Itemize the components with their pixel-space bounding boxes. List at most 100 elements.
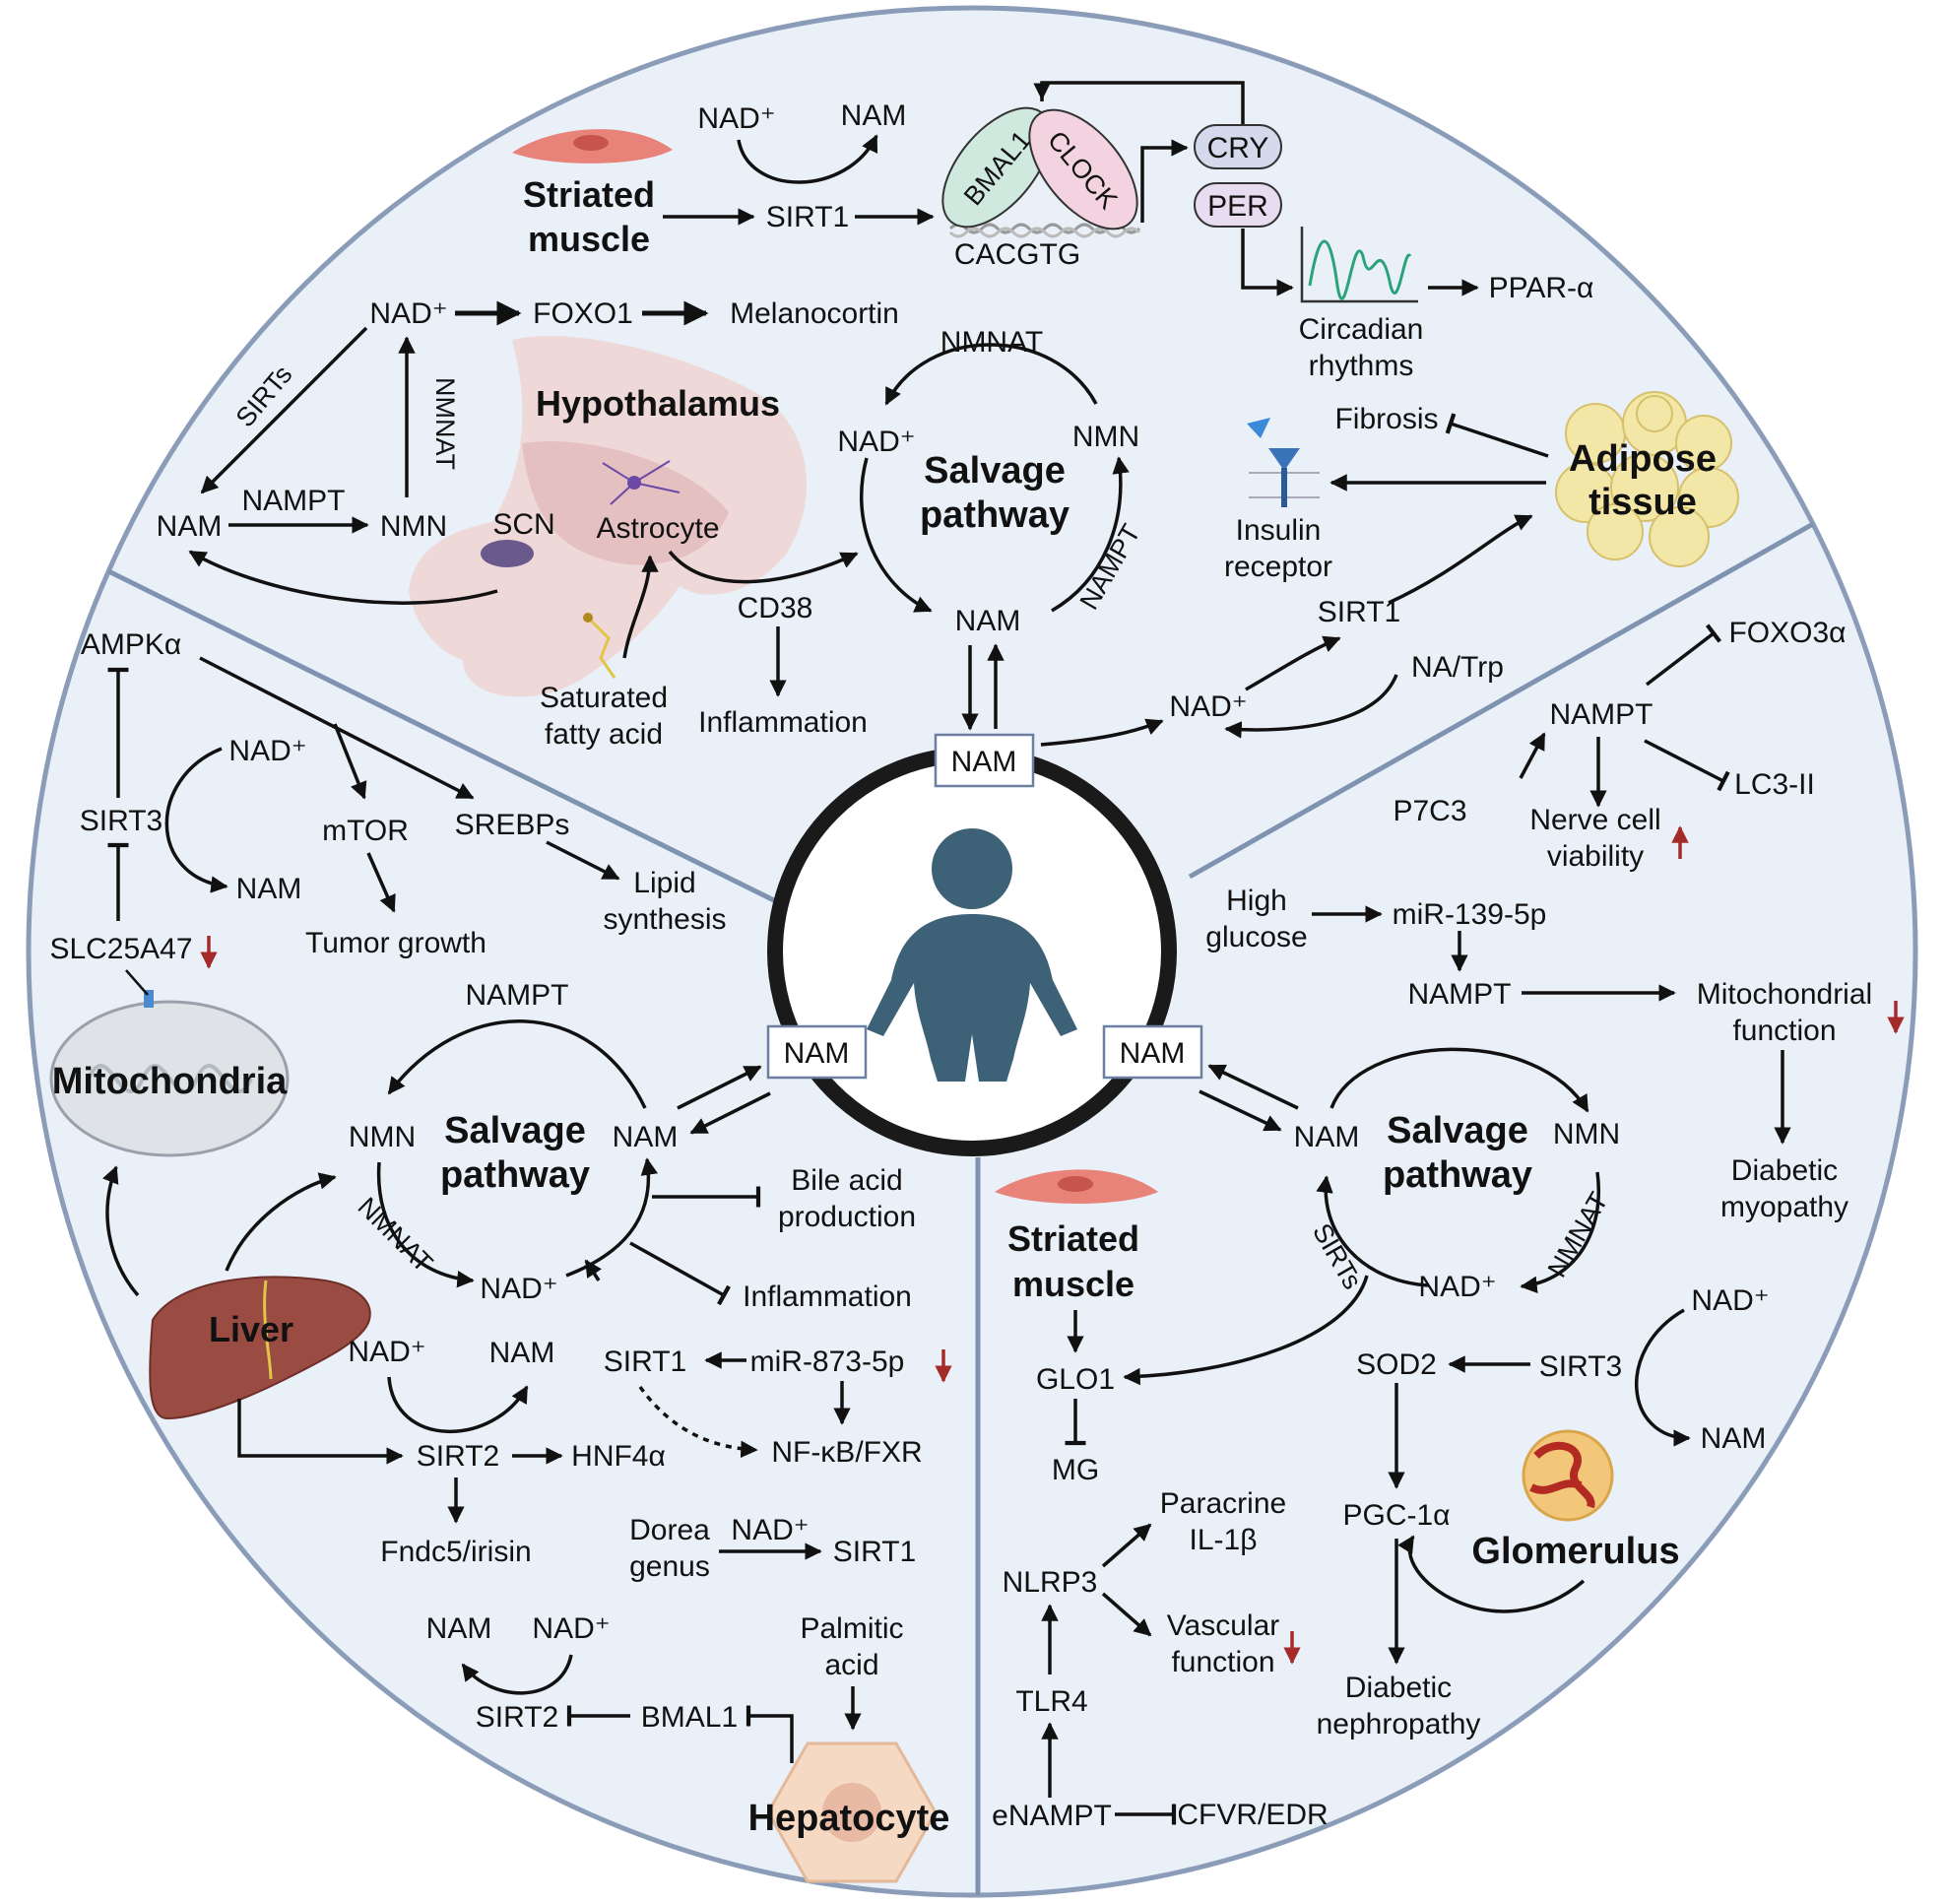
bmal1-left-label: BMAL1 <box>641 1701 738 1734</box>
mitochondria-label: Mitochondria <box>52 1061 288 1102</box>
tlr4-label: TLR4 <box>1015 1685 1087 1718</box>
brain-icon <box>409 336 808 697</box>
scn-label: SCN <box>492 508 554 541</box>
nmnat-label: NMNAT <box>430 377 460 470</box>
striated-br-label-2: muscle <box>1012 1264 1135 1304</box>
circadian-label-2: rhythms <box>1309 350 1414 382</box>
circadian-label: Circadian <box>1299 313 1424 346</box>
natrp-label: NA/Trp <box>1411 651 1504 684</box>
per-label: PER <box>1207 190 1268 223</box>
nerve-label-2: viability <box>1547 840 1644 873</box>
salv-nam-top: NAM <box>955 605 1021 637</box>
mito-label-2: function <box>1732 1015 1836 1047</box>
hypothalamus-label: Hypothalamus <box>536 383 780 424</box>
nfkb-label: NF-κB/FXR <box>771 1436 922 1469</box>
lipid-label: Lipid <box>633 867 695 899</box>
inflammation-left-label: Inflammation <box>743 1280 912 1313</box>
sirt1-left-label: SIRT1 <box>604 1346 686 1378</box>
fibrosis-label: Fibrosis <box>1334 403 1438 435</box>
hnf4a-label: HNF4α <box>571 1440 666 1473</box>
nam-left-label: NAM <box>236 873 302 905</box>
melanocortin-label: Melanocortin <box>730 297 899 330</box>
palm-label: Palmitic <box>800 1612 903 1645</box>
mg-label: MG <box>1052 1454 1099 1486</box>
mitochondria-icon <box>49 990 290 1157</box>
svg-text:NAM: NAM <box>1120 1037 1186 1070</box>
salv-nad-left: NAD⁺ <box>480 1273 557 1305</box>
satfat-label-2: fatty acid <box>545 718 663 751</box>
salv-nmn-top: NMN <box>1072 421 1139 453</box>
diab-neph-label-2: nephropathy <box>1317 1708 1481 1740</box>
cd38-label: CD38 <box>738 592 813 624</box>
nerve-label: Nerve cell <box>1529 804 1660 836</box>
nam-left3-label: NAM <box>426 1612 492 1645</box>
striated-muscle-label-2: muscle <box>528 219 650 259</box>
glomerulus-icon <box>1522 1429 1614 1522</box>
inflammation-top-label: Inflammation <box>698 706 868 739</box>
hepatocyte-label: Hepatocyte <box>748 1798 950 1839</box>
liver-label: Liver <box>209 1309 293 1349</box>
sirt2-label: SIRT2 <box>417 1440 499 1473</box>
enampt-label: eNAMPT <box>992 1800 1112 1832</box>
nmn-hyp-label: NMN <box>380 510 447 543</box>
sod2-label: SOD2 <box>1356 1348 1437 1381</box>
nad-left3-label: NAD⁺ <box>532 1612 610 1645</box>
foxo1-label: FOXO1 <box>533 297 633 330</box>
salv-nmnat-top: NMNAT <box>940 326 1043 359</box>
nad-left-label: NAD⁺ <box>228 735 306 767</box>
glo1-label: GLO1 <box>1036 1363 1115 1396</box>
circadian-wave-icon <box>1300 227 1418 303</box>
nad-label: NAD⁺ <box>697 102 775 135</box>
nam-br2-label: NAM <box>1701 1422 1767 1455</box>
p7c3-label: P7C3 <box>1393 795 1466 827</box>
per-pill <box>1194 182 1282 228</box>
svg-text:NAM: NAM <box>951 746 1017 778</box>
dorea-label-2: genus <box>629 1550 710 1583</box>
paracrine-label-2: IL-1β <box>1190 1524 1258 1556</box>
salvage-title-left: Salvage <box>444 1110 586 1151</box>
nam-hyp-label: NAM <box>157 510 223 543</box>
nampt-right-label: NAMPT <box>1550 698 1653 731</box>
slc-label: SLC25A47 <box>49 933 192 965</box>
mir139-label: miR-139-5p <box>1393 898 1547 931</box>
nad-right-label: NAD⁺ <box>1169 690 1247 723</box>
striated-muscle-label: Striated <box>523 174 655 215</box>
diab-neph-label: Diabetic <box>1345 1672 1452 1704</box>
salv-nmn-br: NMN <box>1553 1118 1620 1150</box>
bile-label: Bile acid <box>791 1164 902 1197</box>
bile-label-2: production <box>778 1201 916 1233</box>
mtor-label: mTOR <box>322 815 409 847</box>
paracrine-label: Paracrine <box>1160 1487 1286 1520</box>
striated-br-label: Striated <box>1007 1218 1139 1259</box>
srebps-label: SREBPs <box>455 809 570 841</box>
salv-nam-br: NAM <box>1294 1121 1360 1153</box>
dorea-nad-label: NAD⁺ <box>731 1514 809 1546</box>
glomerulus-label: Glomerulus <box>1471 1531 1679 1572</box>
astrocyte-label: Astrocyte <box>596 512 719 545</box>
salv-nam-left: NAM <box>613 1121 679 1153</box>
nad-hyp-label: NAD⁺ <box>369 297 447 330</box>
salv-nampt-left: NAMPT <box>466 979 569 1012</box>
insulin-label: Insulin <box>1236 514 1322 547</box>
insulin-label-2: receptor <box>1224 551 1332 583</box>
fatty-acid-icon <box>583 613 616 679</box>
salvage-title-br-2: pathway <box>1383 1154 1532 1196</box>
salv-nmn-left: NMN <box>349 1121 416 1153</box>
sirt3-left-label: SIRT3 <box>80 805 162 837</box>
cacgtg-label: CACGTG <box>954 238 1080 271</box>
foxo3a-label: FOXO3α <box>1728 617 1846 649</box>
lc3-label: LC3-II <box>1734 768 1815 801</box>
cfvr-label: CFVR/EDR <box>1177 1799 1328 1831</box>
liver-icon <box>149 1276 371 1420</box>
dorea-sirt1-label: SIRT1 <box>833 1536 916 1568</box>
nam-label: NAM <box>841 99 907 132</box>
highglu-label-2: glucose <box>1205 921 1307 953</box>
cry-pill <box>1194 124 1282 169</box>
fndc5-label: Fndc5/irisin <box>380 1536 531 1568</box>
sirt3-br-label: SIRT3 <box>1539 1350 1622 1383</box>
person-icon <box>867 828 1077 1082</box>
diab-myo-label: Diabetic <box>1731 1154 1838 1187</box>
clock-protein <box>1028 108 1138 230</box>
palm-label-2: acid <box>824 1649 878 1681</box>
